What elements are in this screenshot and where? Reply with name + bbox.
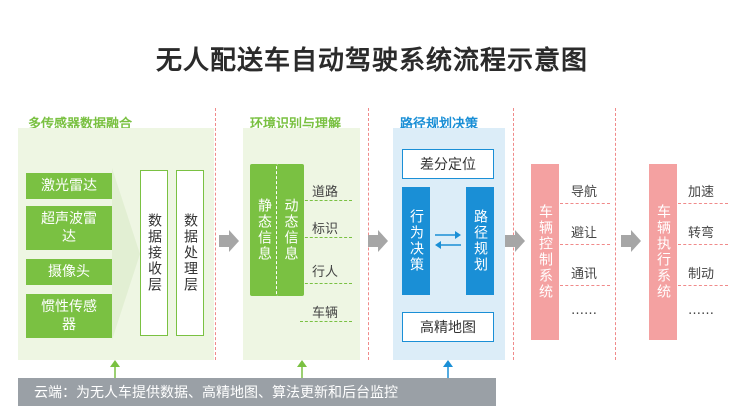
control-item-avoidance: 避让 [571, 226, 598, 241]
divider [300, 200, 352, 201]
perception-item-sign: 标识 [312, 222, 339, 237]
divider [678, 244, 728, 245]
path-planning-label: 路径规划 [472, 209, 488, 273]
execution-item-brake: 制动 [688, 267, 715, 282]
up-arrow-icon [443, 360, 453, 379]
vehicle-control-system: 车辆控制系统 [531, 164, 559, 340]
control-item-communication: 通讯 [571, 267, 598, 282]
vehicle-control-system-label: 车辆控制系统 [537, 204, 553, 300]
execution-item-turn: 转弯 [688, 226, 715, 241]
page-title: 无人配送车自动驾驶系统流程示意图 [155, 46, 588, 76]
funnel-arrow-icon [112, 168, 140, 340]
behavior-decision-label: 行为决策 [408, 209, 424, 273]
control-item-more: …… [571, 303, 597, 318]
sensor-ultrasonic: 超声波雷 达 [26, 206, 112, 250]
up-arrow-icon [297, 360, 307, 379]
control-item-navigation: 导航 [571, 185, 598, 200]
dynamic-info: 动态信息 [276, 164, 304, 296]
flow-arrow-icon [219, 230, 239, 252]
hd-map: 高精地图 [402, 312, 494, 342]
separator-2 [368, 108, 369, 360]
layer-process-label: 数据处理层 [182, 213, 198, 293]
static-info: 静态信息 [250, 164, 278, 296]
up-arrow-icon [110, 360, 120, 379]
vehicle-execution-system-label: 车辆执行系统 [655, 204, 671, 300]
bidirectional-arrow-icon [435, 231, 461, 249]
perception-item-pedestrian: 行人 [312, 265, 339, 280]
divider [678, 285, 728, 286]
divider [560, 203, 610, 204]
perception-item-vehicle: 车辆 [312, 306, 339, 321]
behavior-decision: 行为决策 [402, 187, 430, 295]
flow-arrow-icon [368, 230, 388, 252]
sensor-imu: 惯性传感 器 [26, 294, 112, 338]
execution-item-more: …… [688, 303, 714, 318]
dynamic-info-label: 动态信息 [282, 198, 299, 262]
flow-arrow-icon [505, 230, 525, 252]
separator-3 [513, 108, 514, 360]
sensor-lidar: 激光雷达 [26, 173, 112, 199]
path-planning: 路径规划 [466, 187, 494, 295]
sensor-camera: 摄像头 [26, 259, 112, 285]
divider [300, 237, 352, 238]
divider [300, 283, 352, 284]
divider [300, 321, 352, 322]
flow-arrow-icon [621, 230, 641, 252]
divider [560, 285, 610, 286]
separator-1 [215, 108, 216, 360]
differential-positioning: 差分定位 [402, 149, 494, 179]
divider [560, 244, 610, 245]
layer-receive: 数据接收层 [140, 170, 168, 336]
perception-item-road: 道路 [312, 185, 339, 200]
execution-item-accelerate: 加速 [688, 185, 715, 200]
cloud-bar: 云端：为无人车提供数据、高精地图、算法更新和后台监控 [18, 378, 496, 406]
separator-4 [615, 108, 616, 360]
vehicle-execution-system: 车辆执行系统 [649, 164, 677, 340]
divider [678, 203, 728, 204]
layer-process: 数据处理层 [176, 170, 204, 336]
static-info-label: 静态信息 [256, 198, 272, 262]
layer-receive-label: 数据接收层 [146, 213, 162, 293]
